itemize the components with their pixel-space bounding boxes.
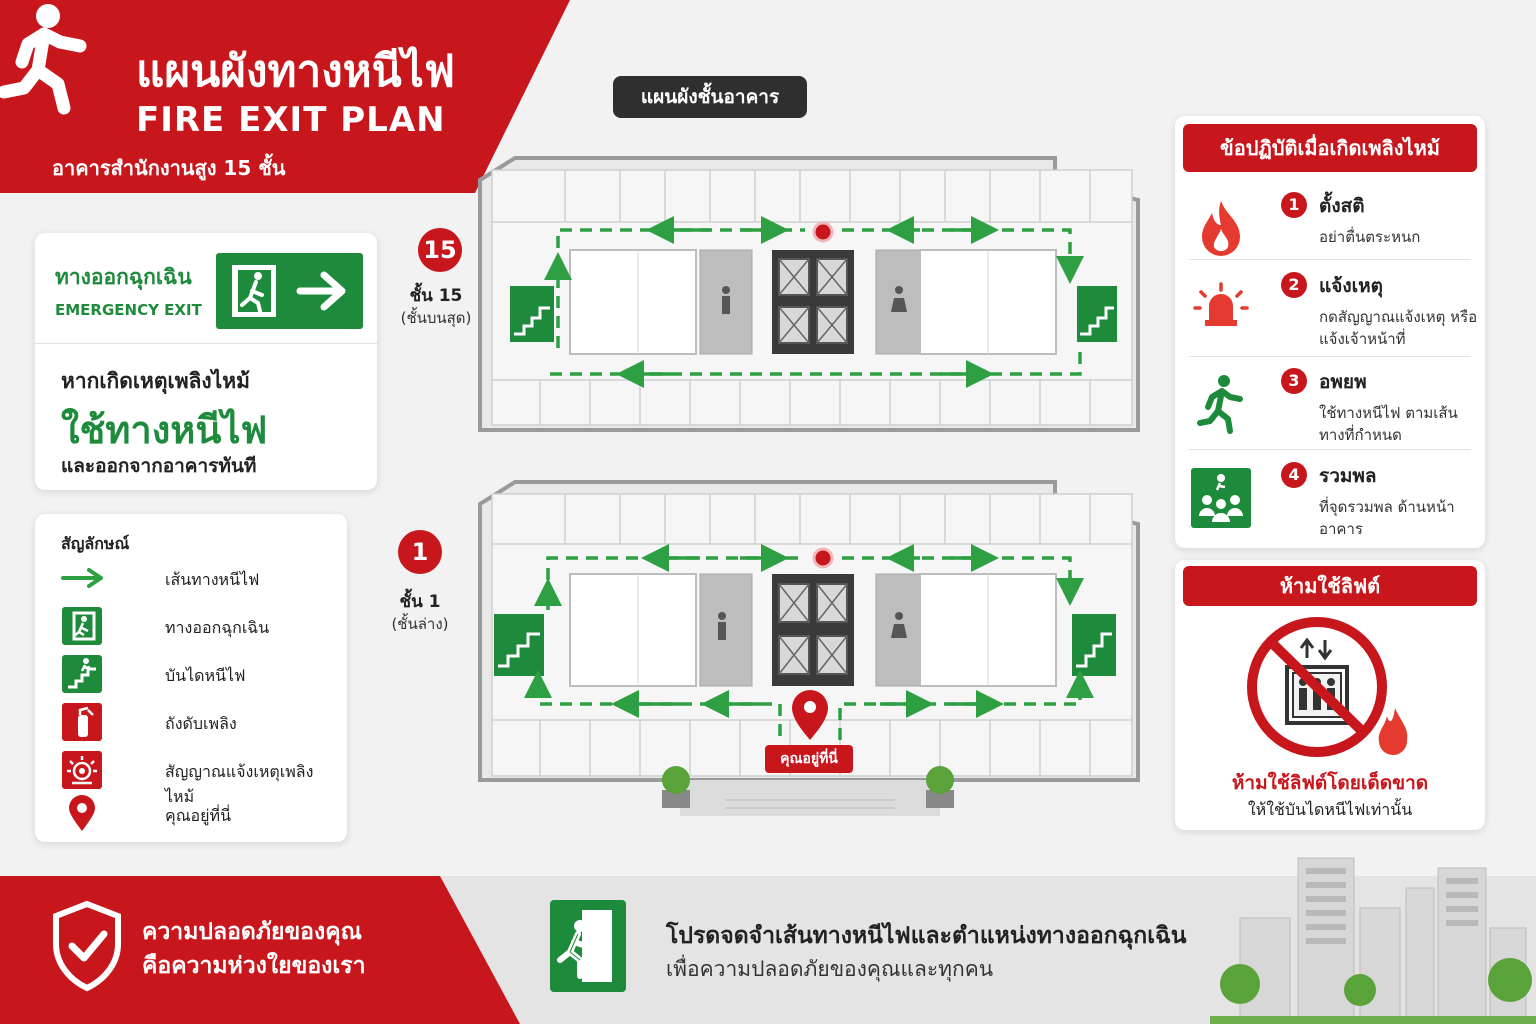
- step-desc: ใช้ทางหนีไฟ ตามเส้นทางที่กำหนด: [1319, 404, 1458, 444]
- exit-instruction-2: ใช้ทางหนีไฟ: [61, 408, 268, 452]
- alarm-bell-icon: [1189, 276, 1253, 340]
- footer-message-2: เพื่อความปลอดภัยของคุณและทุกคน: [666, 957, 994, 981]
- step-number: 4: [1281, 462, 1307, 488]
- running-person-icon: [0, 4, 87, 115]
- legend-item: บันไดหนีไฟ: [61, 654, 341, 694]
- legend-item: ถังดับเพลิง: [61, 702, 341, 742]
- floor-plan-tag: แผนผังชั้นอาคาร: [613, 76, 807, 118]
- procedure-step: 4 รวมพล ที่จุดรวมพล ด้านหน้าอาคาร: [1175, 458, 1485, 550]
- floor-badge: 1: [398, 530, 442, 574]
- running-person-icon: [1189, 372, 1253, 436]
- floor-badge: 15: [418, 228, 462, 272]
- divider: [35, 343, 377, 344]
- footer-slogan-2: คือความห่วงใยของเรา: [142, 953, 366, 979]
- legend-item: ทางออกฉุกเฉิน: [61, 606, 341, 646]
- exit-instruction-1: หากเกิดเหตุเพลิงไหม้: [61, 369, 250, 393]
- fire-stairs-icon: [510, 286, 1117, 342]
- emergency-exit-icon: [550, 900, 626, 992]
- fire-icon: [1189, 196, 1253, 260]
- city-skyline-icon: [1210, 857, 1536, 1024]
- legend-item: คุณอยู่ที่นี่: [61, 794, 341, 834]
- fire-extinguisher-icon: [61, 702, 103, 742]
- floor-label: ชั้น 1: [399, 592, 441, 612]
- step-desc: กดสัญญาณแจ้งเหตุ หรือแจ้งเจ้าหน้าที่: [1319, 308, 1478, 348]
- exit-instruction-3: และออกจากอาคารทันที: [61, 455, 257, 477]
- emergency-exit-icon: [61, 606, 103, 646]
- legend-label: เส้นทางหนีไฟ: [165, 570, 260, 589]
- step-title: รวมพล: [1319, 465, 1377, 487]
- legend-label: สัญญาณแจ้งเหตุเพลิงไหม้: [165, 762, 314, 806]
- location-pin-icon: [61, 794, 103, 834]
- no-elevator-icon: [1247, 617, 1408, 757]
- floor-sublabel: (ชั้นบนสุด): [400, 309, 472, 327]
- shield-check-icon: [53, 900, 121, 992]
- step-desc: อย่าตื่นตระหนก: [1319, 228, 1421, 246]
- step-title: ตั้งสติ: [1319, 195, 1365, 217]
- legend-label: บันไดหนีไฟ: [165, 666, 246, 685]
- page-title: แผนผังทางหนีไฟ: [136, 46, 456, 97]
- legend-item: สัญญาณแจ้งเหตุเพลิงไหม้: [61, 750, 341, 806]
- fire-alarm-icon: [61, 750, 103, 790]
- exit-label-en: EMERGENCY EXIT: [55, 301, 202, 319]
- floor-sublabel: (ชั้นล่าง): [391, 615, 449, 633]
- footer-message-1: โปรดจดจำเส้นทางหนีไฟและตำแหน่งทางออกฉุกเ…: [666, 923, 1187, 949]
- legend-label: คุณอยู่ที่นี่: [165, 806, 232, 825]
- footer-slogan-1: ความปลอดภัยของคุณ: [142, 919, 362, 945]
- legend-card: สัญลักษณ์ เส้นทางหนีไฟ ทางออกฉุกเฉิน บัน…: [35, 514, 347, 842]
- step-number: 3: [1281, 368, 1307, 394]
- you-are-here-tag: คุณอยู่ที่นี่: [765, 745, 853, 773]
- no-lift-instruction: ให้ใช้บันไดหนีไฟเท่านั้น: [1247, 800, 1413, 819]
- step-number: 2: [1281, 272, 1307, 298]
- header: แผนผังทางหนีไฟ FIRE EXIT PLAN อาคารสำนัก…: [0, 0, 570, 193]
- floor-1-plan: [478, 480, 1140, 816]
- footer: ความปลอดภัยของคุณ คือความห่วงใยของเรา โป…: [0, 857, 1536, 1024]
- plant-icon: [662, 766, 954, 808]
- step-number: 1: [1281, 192, 1307, 218]
- procedure-step: 2 แจ้งเหตุ กดสัญญาณแจ้งเหตุ หรือแจ้งเจ้า…: [1175, 268, 1485, 360]
- divider: [1189, 449, 1471, 450]
- location-pin-icon: [792, 690, 828, 740]
- divider: [1189, 356, 1471, 357]
- floor-15-plan: [478, 156, 1140, 432]
- assembly-point-icon: [1189, 466, 1253, 530]
- header-background: [0, 0, 570, 193]
- step-desc: ที่จุดรวมพล ด้านหน้าอาคาร: [1319, 498, 1455, 538]
- footer-red-panel: [0, 876, 520, 1024]
- fire-stairs-icon: [61, 654, 103, 694]
- procedures-card: ข้อปฏิบัติเมื่อเกิดเพลิงไหม้ 1 ตั้งสติ อ…: [1175, 116, 1485, 548]
- floor-plans: [478, 156, 1140, 816]
- step-title: อพยพ: [1319, 371, 1367, 393]
- exit-label-th: ทางออกฉุกเฉิน: [55, 265, 192, 289]
- procedure-step: 3 อพยพ ใช้ทางหนีไฟ ตามเส้นทางที่กำหนด: [1175, 364, 1485, 456]
- legend-label: ถังดับเพลิง: [165, 714, 237, 733]
- step-title: แจ้งเหตุ: [1319, 275, 1384, 297]
- no-lift-card: ห้ามใช้ลิฟต์ ห้ามใช้ลิฟต์โดยเด็ดขาด ให้ใ…: [1175, 560, 1485, 830]
- page-subtitle: อาคารสำนักงานสูง 15 ชั้น: [52, 156, 286, 180]
- emergency-exit-card: ทางออกฉุกเฉิน EMERGENCY EXIT หากเกิดเหตุ…: [35, 233, 377, 490]
- floor-label: ชั้น 15: [409, 286, 463, 306]
- legend-label: ทางออกฉุกเฉิน: [165, 618, 270, 637]
- legend-item: เส้นทางหนีไฟ: [61, 558, 341, 598]
- procedure-step: 1 ตั้งสติ อย่าตื่นตระหนก: [1175, 188, 1485, 280]
- divider: [1189, 259, 1471, 260]
- emergency-exit-sign-icon: [216, 253, 363, 329]
- no-lift-title: ห้ามใช้ลิฟต์: [1183, 566, 1477, 606]
- page-title-en: FIRE EXIT PLAN: [136, 100, 446, 140]
- procedures-title: ข้อปฏิบัติเมื่อเกิดเพลิงไหม้: [1183, 124, 1477, 172]
- no-lift-warning: ห้ามใช้ลิฟต์โดยเด็ดขาด: [1231, 772, 1429, 794]
- legend-title: สัญลักษณ์: [61, 534, 130, 553]
- green-arrow-icon: [61, 558, 103, 598]
